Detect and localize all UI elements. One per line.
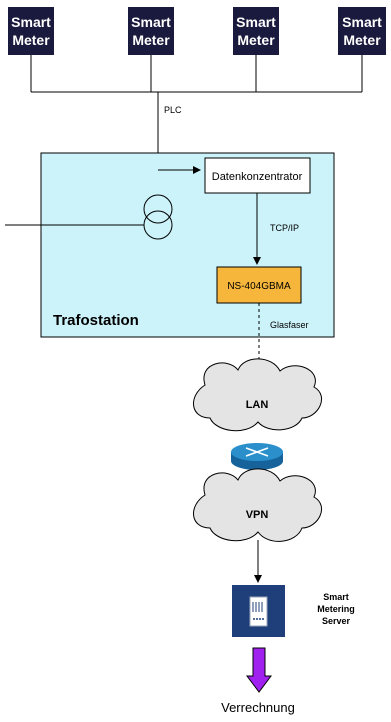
server-label-line1: Smart [323,592,349,602]
smart-meter-1-line1: Smart [11,14,51,30]
smart-meter-1-line2: Meter [12,32,50,48]
smart-meter-3-line1: Smart [236,14,276,30]
router-icon [231,443,283,470]
server-label-line2: Metering [317,604,355,614]
datenkonzentrator-box [204,157,311,194]
lan-cloud: LAN [193,358,322,432]
smart-meter-1: Smart Meter [8,7,54,55]
lan-label: LAN [246,399,269,411]
smart-meter-2-line1: Smart [131,14,171,30]
smart-meter-3-line2: Meter [237,32,275,48]
plc-label: PLC [164,105,182,115]
tcpip-label: TCP/IP [270,223,299,233]
smart-meter-4-line1: Smart [342,14,382,30]
vpn-label: VPN [246,509,269,521]
ns-device-label: NS-404GBMA [227,281,291,292]
smart-meter-2: Smart Meter [128,7,174,55]
smart-meter-3: Smart Meter [233,7,279,55]
vpn-cloud: VPN [193,468,322,542]
smart-meter-4-line2: Meter [343,32,381,48]
server-label-line3: Server [322,616,351,626]
trafostation-label: Trafostation [53,312,139,329]
smart-meter-2-line2: Meter [132,32,170,48]
smart-meter-4: Smart Meter [338,7,386,55]
verrechnung-label: Verrechnung [221,700,295,715]
server-icon [232,585,285,637]
down-arrow-icon [246,647,272,693]
datenkonzentrator-label: Datenkonzentrator [212,171,303,183]
plc-bus [30,55,363,200]
glasfaser-label: Glasfaser [270,320,309,330]
